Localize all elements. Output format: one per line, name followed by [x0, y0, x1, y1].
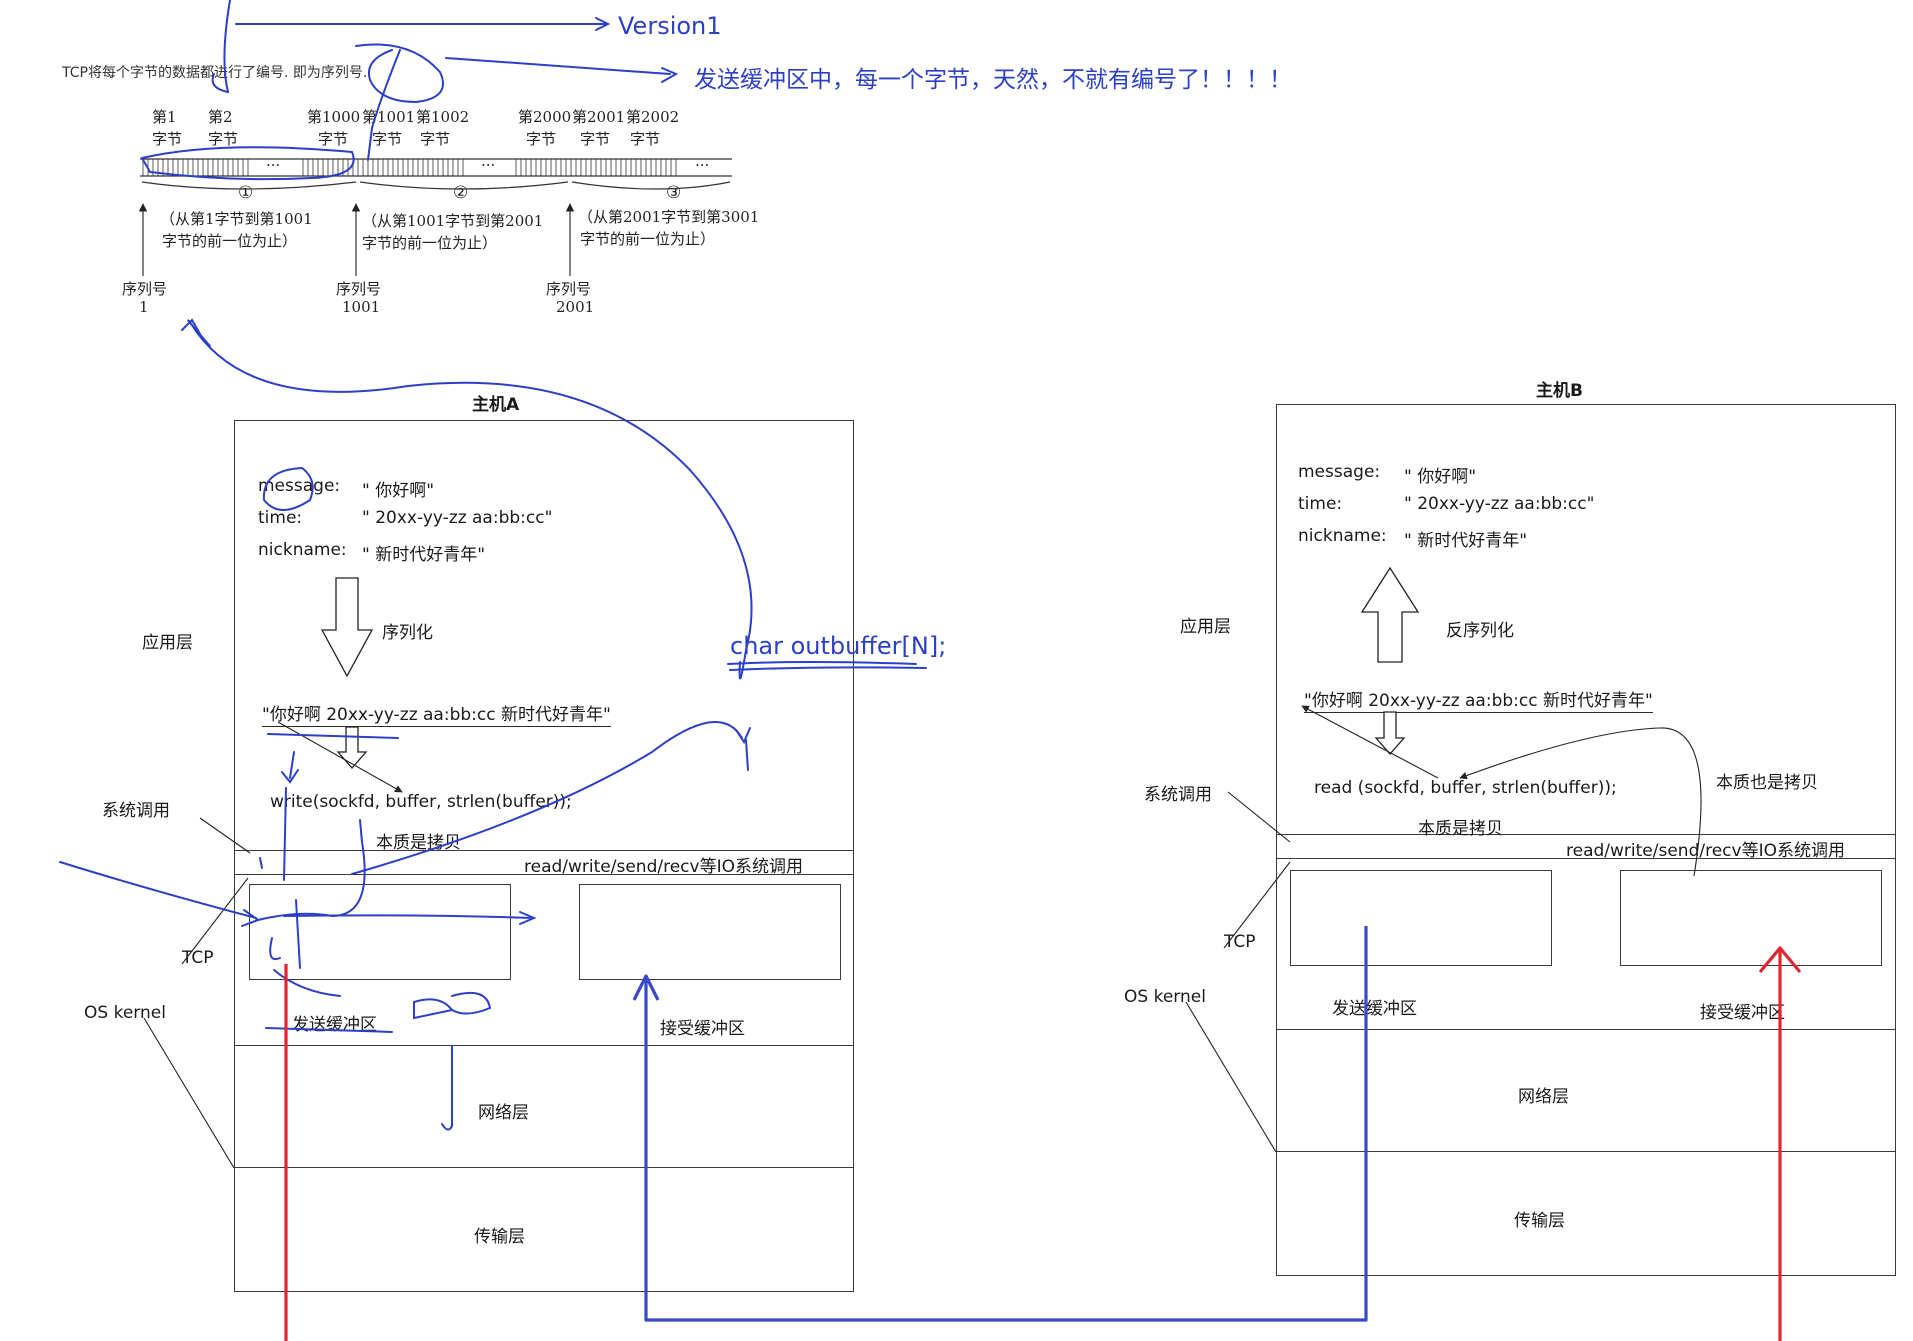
hostA-connectors	[143, 721, 403, 1169]
range-note: 字节的前一位为止）	[362, 234, 498, 252]
hostB-message-key: message:	[1298, 462, 1381, 482]
hostB-deserialize-arrow	[1360, 566, 1420, 755]
hostA-recv-buffer-label: 接受缓冲区	[660, 1019, 745, 1039]
hostB-send-buffer-label: 发送缓冲区	[1332, 999, 1417, 1019]
ellipsis: ...	[481, 152, 496, 170]
hostB-recv-buffer-label: 接受缓冲区	[1700, 1003, 1785, 1023]
seq-label: 序列号	[546, 280, 592, 298]
hostB-send-buffer	[1290, 870, 1552, 966]
hostA-transport-layer	[234, 1167, 854, 1292]
seq-number: 2001	[556, 298, 595, 316]
byte-label: 第2002	[626, 108, 680, 126]
hand-annotations	[59, 0, 927, 1131]
handwritten-note: 发送缓冲区中，每一个字节，天然，不就有编号了！！！！	[694, 67, 1292, 93]
hostA-send-buffer	[249, 884, 511, 980]
byte-label: 第2000	[518, 108, 572, 126]
hostA-transport-label: 传输层	[474, 1227, 525, 1247]
hostB-nickname-key: nickname:	[1298, 526, 1387, 546]
red-data-path	[284, 946, 1802, 1341]
byte-label: 字节	[580, 130, 611, 148]
hostA-copy-note: 本质是拷贝	[376, 833, 461, 853]
hostA-write-call: write(sockfd, buffer, strlen(buffer));	[270, 792, 572, 812]
hostB-nickname-val: " 新时代好青年"	[1404, 531, 1528, 551]
hostA-title: 主机A	[472, 395, 520, 415]
byte-label: 第2	[208, 108, 233, 126]
byte-label: 第1000	[307, 108, 361, 126]
seq-label: 序列号	[336, 280, 382, 298]
hostA-kernel-label: OS kernel	[84, 1003, 166, 1023]
ellipsis: ...	[695, 152, 710, 170]
range-note: 字节的前一位为止）	[580, 230, 716, 248]
hostB-transport-layer	[1276, 1151, 1896, 1276]
hostA-serialize-label: 序列化	[382, 623, 433, 643]
seq-number: 1	[139, 298, 149, 316]
hostB-connectors	[1185, 705, 1702, 1153]
hostB-app-layer-label: 应用层	[1180, 617, 1231, 637]
hostB-io-bar-label: read/write/send/recv等IO系统调用	[1566, 841, 1845, 861]
byte-label: 第2001	[572, 108, 626, 126]
tcp-seq-note: TCP将每个字节的数据都进行了编号. 即为序列号.	[62, 65, 368, 81]
hostA-recv-buffer	[579, 884, 841, 980]
segment-marker: ①	[238, 183, 254, 203]
hostA-syscall-label: 系统调用	[102, 801, 170, 821]
hostB-recv-buffer	[1620, 870, 1882, 966]
hostA-serialize-arrow	[320, 577, 374, 769]
byte-label: 第1002	[416, 108, 470, 126]
hostA-nickname-val: " 新时代好青年"	[362, 545, 486, 565]
hostB-deserialize-label: 反序列化	[1446, 621, 1514, 641]
hostA-app-layer-label: 应用层	[142, 633, 193, 653]
hostB-copy-note: 本质是拷贝	[1418, 819, 1503, 839]
hostA-message-val: " 你好啊"	[362, 481, 435, 501]
hostA-time-val: " 20xx-yy-zz aa:bb:cc"	[362, 508, 553, 528]
hostB-time-key: time:	[1298, 494, 1343, 514]
byte-label: 第1001	[362, 108, 416, 126]
hostA-nickname-key: nickname:	[258, 540, 347, 560]
hostB-serialized-string: "你好啊 20xx-yy-zz aa:bb:cc 新时代好青年"	[1304, 686, 1653, 713]
hostB-network-label: 网络层	[1518, 1087, 1569, 1107]
version-label: Version1	[618, 12, 722, 40]
hostA-outbuffer-note: char outbuffer[N];	[730, 632, 947, 660]
byte-label: 字节	[420, 130, 451, 148]
byte-label: 第1	[152, 108, 177, 126]
byte-label: 字节	[372, 130, 403, 148]
range-note: （从第2001字节到第3001	[578, 208, 760, 226]
hostB-title: 主机B	[1536, 381, 1583, 401]
seq-label: 序列号	[122, 280, 168, 298]
hostA-io-bar-label: read/write/send/recv等IO系统调用	[524, 857, 803, 877]
byte-label: 字节	[526, 130, 557, 148]
hostB-time-val: " 20xx-yy-zz aa:bb:cc"	[1404, 494, 1595, 514]
hostA-message-key: message:	[258, 476, 341, 496]
segment-marker: ②	[453, 183, 469, 203]
blue-data-path	[632, 926, 1368, 1322]
hostB-message-val: " 你好啊"	[1404, 467, 1477, 487]
hostA-network-label: 网络层	[478, 1103, 529, 1123]
byte-ticks	[142, 159, 677, 176]
byte-label: 字节	[630, 130, 661, 148]
range-note: （从第1001字节到第2001	[362, 212, 544, 230]
hostA-serialized-string: "你好啊 20xx-yy-zz aa:bb:cc 新时代好青年"	[262, 700, 611, 727]
byte-strip	[138, 158, 732, 276]
byte-label: 字节	[318, 130, 349, 148]
hostB-kernel-label: OS kernel	[1124, 987, 1206, 1007]
byte-label: 字节	[208, 130, 239, 148]
ellipsis: ...	[266, 152, 281, 170]
range-note: 字节的前一位为止）	[162, 232, 298, 250]
hostB-syscall-label: 系统调用	[1144, 785, 1212, 805]
seq-number: 1001	[342, 298, 381, 316]
hostB-read-call: read (sockfd, buffer, strlen(buffer));	[1314, 778, 1617, 798]
hostA-time-key: time:	[258, 508, 303, 528]
range-note: （从第1字节到第1001	[160, 210, 313, 228]
byte-label: 字节	[152, 130, 183, 148]
hostB-transport-label: 传输层	[1514, 1211, 1565, 1231]
hostB-copy-note-2: 本质也是拷贝	[1716, 773, 1818, 793]
